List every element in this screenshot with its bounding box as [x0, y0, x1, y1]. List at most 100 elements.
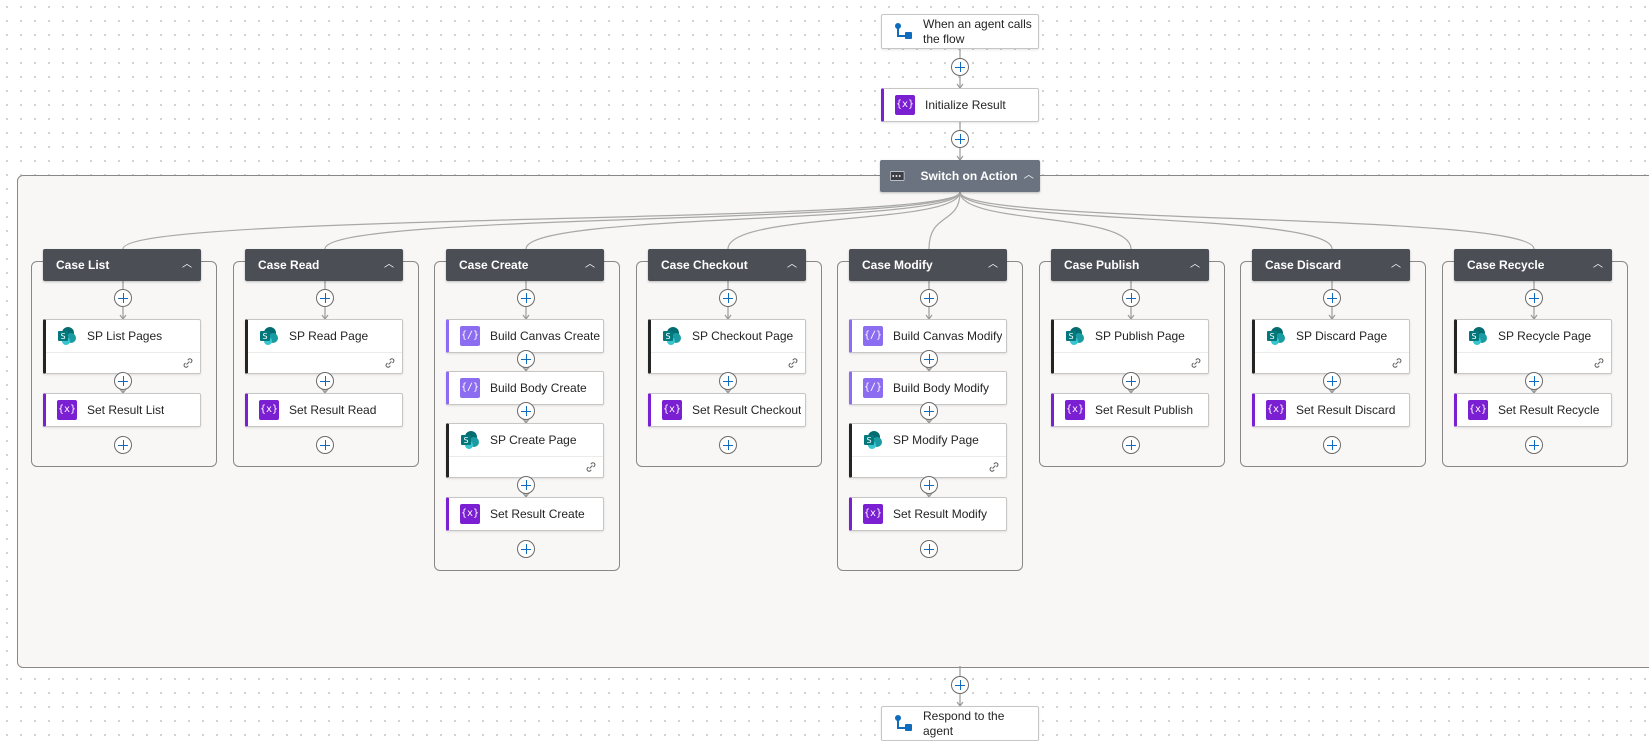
sharepoint-action-node[interactable]: S SP Modify Page: [849, 423, 1007, 478]
action-label: SP Recycle Page: [1498, 329, 1592, 343]
chevron-up-icon[interactable]: ︿: [1593, 259, 1603, 270]
connection-footer: [651, 352, 805, 373]
add-step-button-end[interactable]: [114, 436, 132, 454]
action-label: Build Canvas Create: [490, 329, 601, 343]
variable-icon: {x}: [1266, 400, 1286, 420]
agent-flow-icon: [895, 22, 912, 39]
add-step-button[interactable]: [1323, 289, 1341, 307]
case-title: Case Recycle: [1467, 258, 1545, 272]
trigger-node[interactable]: When an agent calls the flow: [881, 14, 1039, 49]
compose-node[interactable]: {∕}Build Body Create: [446, 371, 604, 405]
set-variable-node[interactable]: {x}Set Result Create: [446, 497, 604, 531]
chevron-up-icon[interactable]: ︿: [787, 259, 797, 270]
add-step-button-end[interactable]: [1323, 436, 1341, 454]
add-step-button-end[interactable]: [517, 540, 535, 558]
case-header[interactable]: Case List︿: [43, 249, 201, 281]
case-header[interactable]: Case Discard︿: [1252, 249, 1410, 281]
connection-footer: [248, 352, 402, 373]
set-variable-node[interactable]: {x} Set Result Discard: [1252, 393, 1410, 427]
add-step-button[interactable]: [1122, 372, 1140, 390]
add-step-button-init[interactable]: [951, 130, 969, 148]
case-header[interactable]: Case Recycle ︿: [1454, 249, 1612, 281]
action-label: Set Result Discard: [1296, 403, 1396, 417]
link-icon: [1191, 358, 1201, 368]
add-step-button[interactable]: [316, 372, 334, 390]
case-header[interactable]: Case Publish︿: [1051, 249, 1209, 281]
chevron-up-icon[interactable]: ︿: [585, 259, 595, 270]
add-step-button[interactable]: [719, 372, 737, 390]
set-variable-node[interactable]: {x}Set Result List: [43, 393, 201, 427]
add-step-button-end[interactable]: [1525, 436, 1543, 454]
svg-text:S: S: [262, 332, 267, 341]
add-step-button[interactable]: [1525, 372, 1543, 390]
add-step-button[interactable]: [719, 289, 737, 307]
sharepoint-icon: S: [864, 431, 882, 449]
add-step-button-after-switch[interactable]: [951, 676, 969, 694]
add-step-button[interactable]: [517, 402, 535, 420]
svg-text:S: S: [60, 332, 65, 341]
chevron-up-icon[interactable]: ︿: [1391, 259, 1401, 270]
case-header[interactable]: Case Read︿: [245, 249, 403, 281]
compose-node[interactable]: {∕}Build Canvas Create: [446, 319, 604, 353]
add-step-button[interactable]: [1525, 289, 1543, 307]
add-step-button-end[interactable]: [316, 436, 334, 454]
initialize-result-label: Initialize Result: [925, 98, 1006, 112]
add-step-button[interactable]: [1323, 372, 1341, 390]
add-step-button[interactable]: [517, 289, 535, 307]
sharepoint-icon: S: [1066, 327, 1084, 345]
svg-text:S: S: [1471, 332, 1476, 341]
compose-icon: {∕}: [863, 326, 883, 346]
add-step-button[interactable]: [517, 476, 535, 494]
svg-text:S: S: [1068, 332, 1073, 341]
switch-header[interactable]: Switch on Action ︿: [880, 160, 1040, 192]
sharepoint-icon: S: [1267, 327, 1285, 345]
switch-label: Switch on Action: [920, 169, 1018, 183]
action-label: SP Modify Page: [893, 433, 979, 447]
case-header[interactable]: Case Checkout︿: [648, 249, 806, 281]
add-step-button-trigger[interactable]: [951, 58, 969, 76]
add-step-button[interactable]: [114, 372, 132, 390]
compose-node[interactable]: {∕}Build Canvas Modify: [849, 319, 1007, 353]
add-step-button[interactable]: [316, 289, 334, 307]
chevron-up-icon[interactable]: ︿: [182, 259, 192, 270]
set-variable-node[interactable]: {x}Set Result Checkout: [648, 393, 806, 427]
chevron-up-icon[interactable]: ︿: [384, 259, 394, 270]
set-variable-node[interactable]: {x}Set Result Modify: [849, 497, 1007, 531]
respond-node[interactable]: Respond to the agent: [881, 706, 1039, 741]
add-step-button[interactable]: [920, 350, 938, 368]
case-header[interactable]: Case Modify︿: [849, 249, 1007, 281]
sharepoint-action-node[interactable]: S SP Recycle Page: [1454, 319, 1612, 374]
variable-icon: {x}: [863, 504, 883, 524]
trigger-label: When an agent calls the flow: [923, 16, 1032, 46]
set-variable-node[interactable]: {x}Set Result Publish: [1051, 393, 1209, 427]
add-step-button[interactable]: [1122, 289, 1140, 307]
compose-icon: {∕}: [863, 378, 883, 398]
link-icon: [1594, 358, 1604, 368]
chevron-up-icon[interactable]: ︿: [1190, 259, 1200, 270]
chevron-up-icon[interactable]: ︿: [1023, 170, 1034, 181]
set-variable-node[interactable]: {x}Set Result Recycle: [1454, 393, 1612, 427]
add-step-button[interactable]: [920, 476, 938, 494]
sharepoint-icon: S: [58, 327, 76, 345]
initialize-result-node[interactable]: {x} Initialize Result: [881, 88, 1039, 122]
add-step-button[interactable]: [114, 289, 132, 307]
set-variable-node[interactable]: {x}Set Result Read: [245, 393, 403, 427]
action-label: Set Result List: [87, 403, 165, 417]
chevron-up-icon[interactable]: ︿: [988, 259, 998, 270]
add-step-button[interactable]: [920, 402, 938, 420]
add-step-button[interactable]: [920, 289, 938, 307]
case-header[interactable]: Case Create︿: [446, 249, 604, 281]
action-label: Set Result Create: [490, 507, 585, 521]
compose-node[interactable]: {∕}Build Body Modify: [849, 371, 1007, 405]
add-step-button-end[interactable]: [920, 540, 938, 558]
add-step-button-end[interactable]: [1122, 436, 1140, 454]
add-step-button-end[interactable]: [719, 436, 737, 454]
add-step-button[interactable]: [517, 350, 535, 368]
